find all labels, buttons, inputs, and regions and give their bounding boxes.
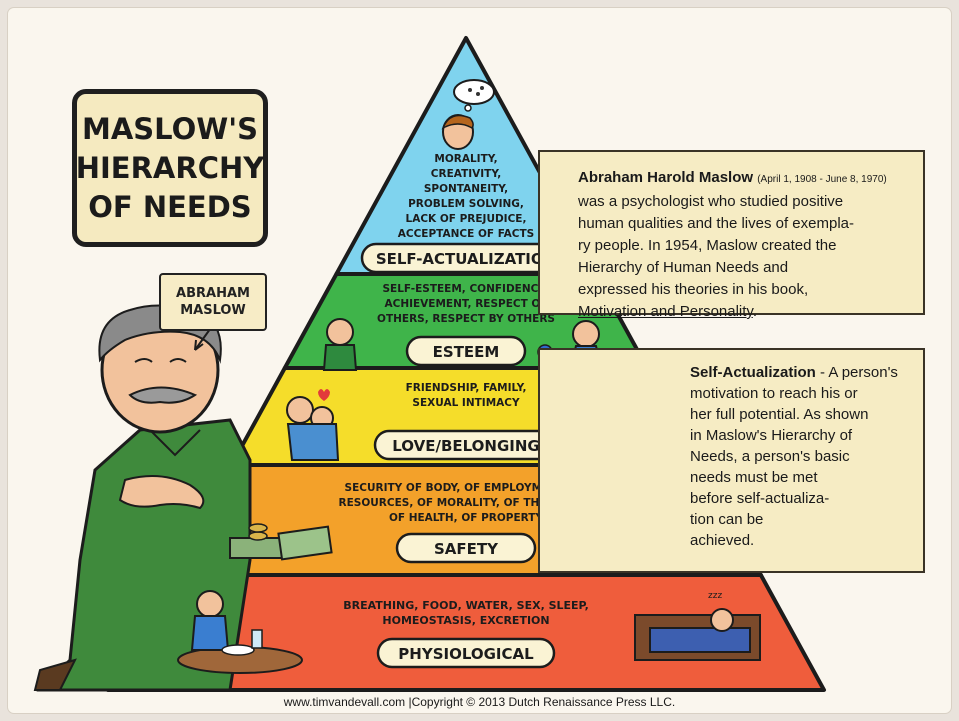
bio-name: Abraham Harold Maslow <box>578 169 754 186</box>
hugging-couple-icon <box>286 389 340 461</box>
copyright-footer: www.timvandevall.com |Copyright © 2013 D… <box>283 695 676 709</box>
note-line: Needs, a person's basic <box>690 448 850 465</box>
note-line: achieved. <box>690 532 755 549</box>
bio-line: expressed his theories in his book, <box>578 281 809 298</box>
tier-detail-line: SELF-ESTEEM, CONFIDENCE, <box>382 283 549 295</box>
bio-line: Hierarchy of Human Needs and <box>578 259 789 276</box>
tier-label-pill <box>395 532 537 564</box>
tier-detail-line: CREATIVITY, <box>431 168 501 180</box>
tier-label-pill <box>405 335 527 367</box>
thinking-child-icon <box>441 114 474 150</box>
note-line: before self-actualiza- <box>690 490 830 507</box>
portrait-label-line: ABRAHAM <box>176 286 250 301</box>
self-actualization-note: Self-Actualization - A person's motivati… <box>690 362 915 551</box>
note-line: - A person's <box>815 364 898 381</box>
title-line: HIERARCHY <box>75 150 265 185</box>
title-line: OF NEEDS <box>88 189 252 224</box>
tier-label-pill <box>376 637 556 669</box>
svg-text:zzz: zzz <box>708 591 722 601</box>
tier-detail-line: RESOURCES, OF MORALITY, OF THE FAMILY, <box>339 497 594 509</box>
title-box: MASLOW'S HIERARCHY OF NEEDS <box>72 89 268 247</box>
tier-detail-line: LACK OF PREJUDICE, <box>406 213 527 225</box>
bio-line: was a psychologist who studied positive <box>578 193 844 210</box>
tier-detail-line: MORALITY, <box>434 153 497 165</box>
portrait-label-box: ABRAHAM MASLOW <box>159 273 267 331</box>
tier-detail-line: OTHERS, RESPECT BY OTHERS <box>377 313 555 325</box>
portrait-label-line: MASLOW <box>180 303 246 318</box>
tier-label: ESTEEM <box>433 343 500 361</box>
note-line: tion can be <box>690 511 764 528</box>
tier-detail-line: SEXUAL INTIMACY <box>412 397 520 409</box>
note-line: in Maslow's Hierarchy of <box>690 427 853 444</box>
title-line: MASLOW'S <box>81 111 259 146</box>
eating-child-icon <box>177 590 303 674</box>
portrait-label: ABRAHAM MASLOW <box>176 285 250 319</box>
tier-detail-line: ACCEPTANCE OF FACTS <box>398 228 534 240</box>
tier-detail-line: OF HEALTH, OF PROPERTY <box>389 512 543 524</box>
tier-label: LOVE/BELONGING <box>392 437 539 455</box>
sleeping-child-bed-icon: zzz <box>634 591 761 661</box>
tier-detail-line: PROBLEM SOLVING, <box>408 198 524 210</box>
note-line: needs must be met <box>690 469 818 486</box>
tier-label: SAFETY <box>434 540 499 558</box>
bio-book-title: Motivation and Personality <box>578 303 753 320</box>
thought-bubble-icon <box>453 79 495 112</box>
money-stack-icon <box>229 523 333 561</box>
tier-detail-line: SPONTANEITY, <box>424 183 508 195</box>
bio-dates: (April 1, 1908 - June 8, 1970) <box>757 174 887 185</box>
biography-box: Abraham Harold Maslow (April 1, 1908 - J… <box>538 150 925 320</box>
boy-icon <box>322 318 358 371</box>
tier-label: SELF-ACTUALIZATION <box>376 250 556 268</box>
bio-line: human qualities and the lives of exempla… <box>578 215 854 232</box>
note-term: Self-Actualization <box>690 364 816 381</box>
tier-label: PHYSIOLOGICAL <box>398 645 534 663</box>
poster-title: MASLOW'S HIERARCHY OF NEEDS <box>76 110 265 227</box>
bio-end: . <box>752 303 757 320</box>
tier-detail-line: HOMEOSTASIS, EXCRETION <box>382 614 549 627</box>
biography-text: Abraham Harold Maslow (April 1, 1908 - J… <box>578 167 918 323</box>
tier-detail-line: ACHIEVEMENT, RESPECT OF <box>384 298 547 310</box>
note-line: motivation to reach his or <box>690 385 858 402</box>
tier-detail-line: BREATHING, FOOD, WATER, SEX, SLEEP, <box>343 599 589 612</box>
tier-detail-line: FRIENDSHIP, FAMILY, <box>406 382 527 394</box>
self-actualization-note-box: Self-Actualization - A person's motivati… <box>538 348 925 573</box>
bio-line: ry people. In 1954, Maslow created the <box>578 237 837 254</box>
note-line: her full potential. As shown <box>690 406 869 423</box>
tier-detail-line: SECURITY OF BODY, OF EMPLOYMENT, OF <box>345 482 588 494</box>
